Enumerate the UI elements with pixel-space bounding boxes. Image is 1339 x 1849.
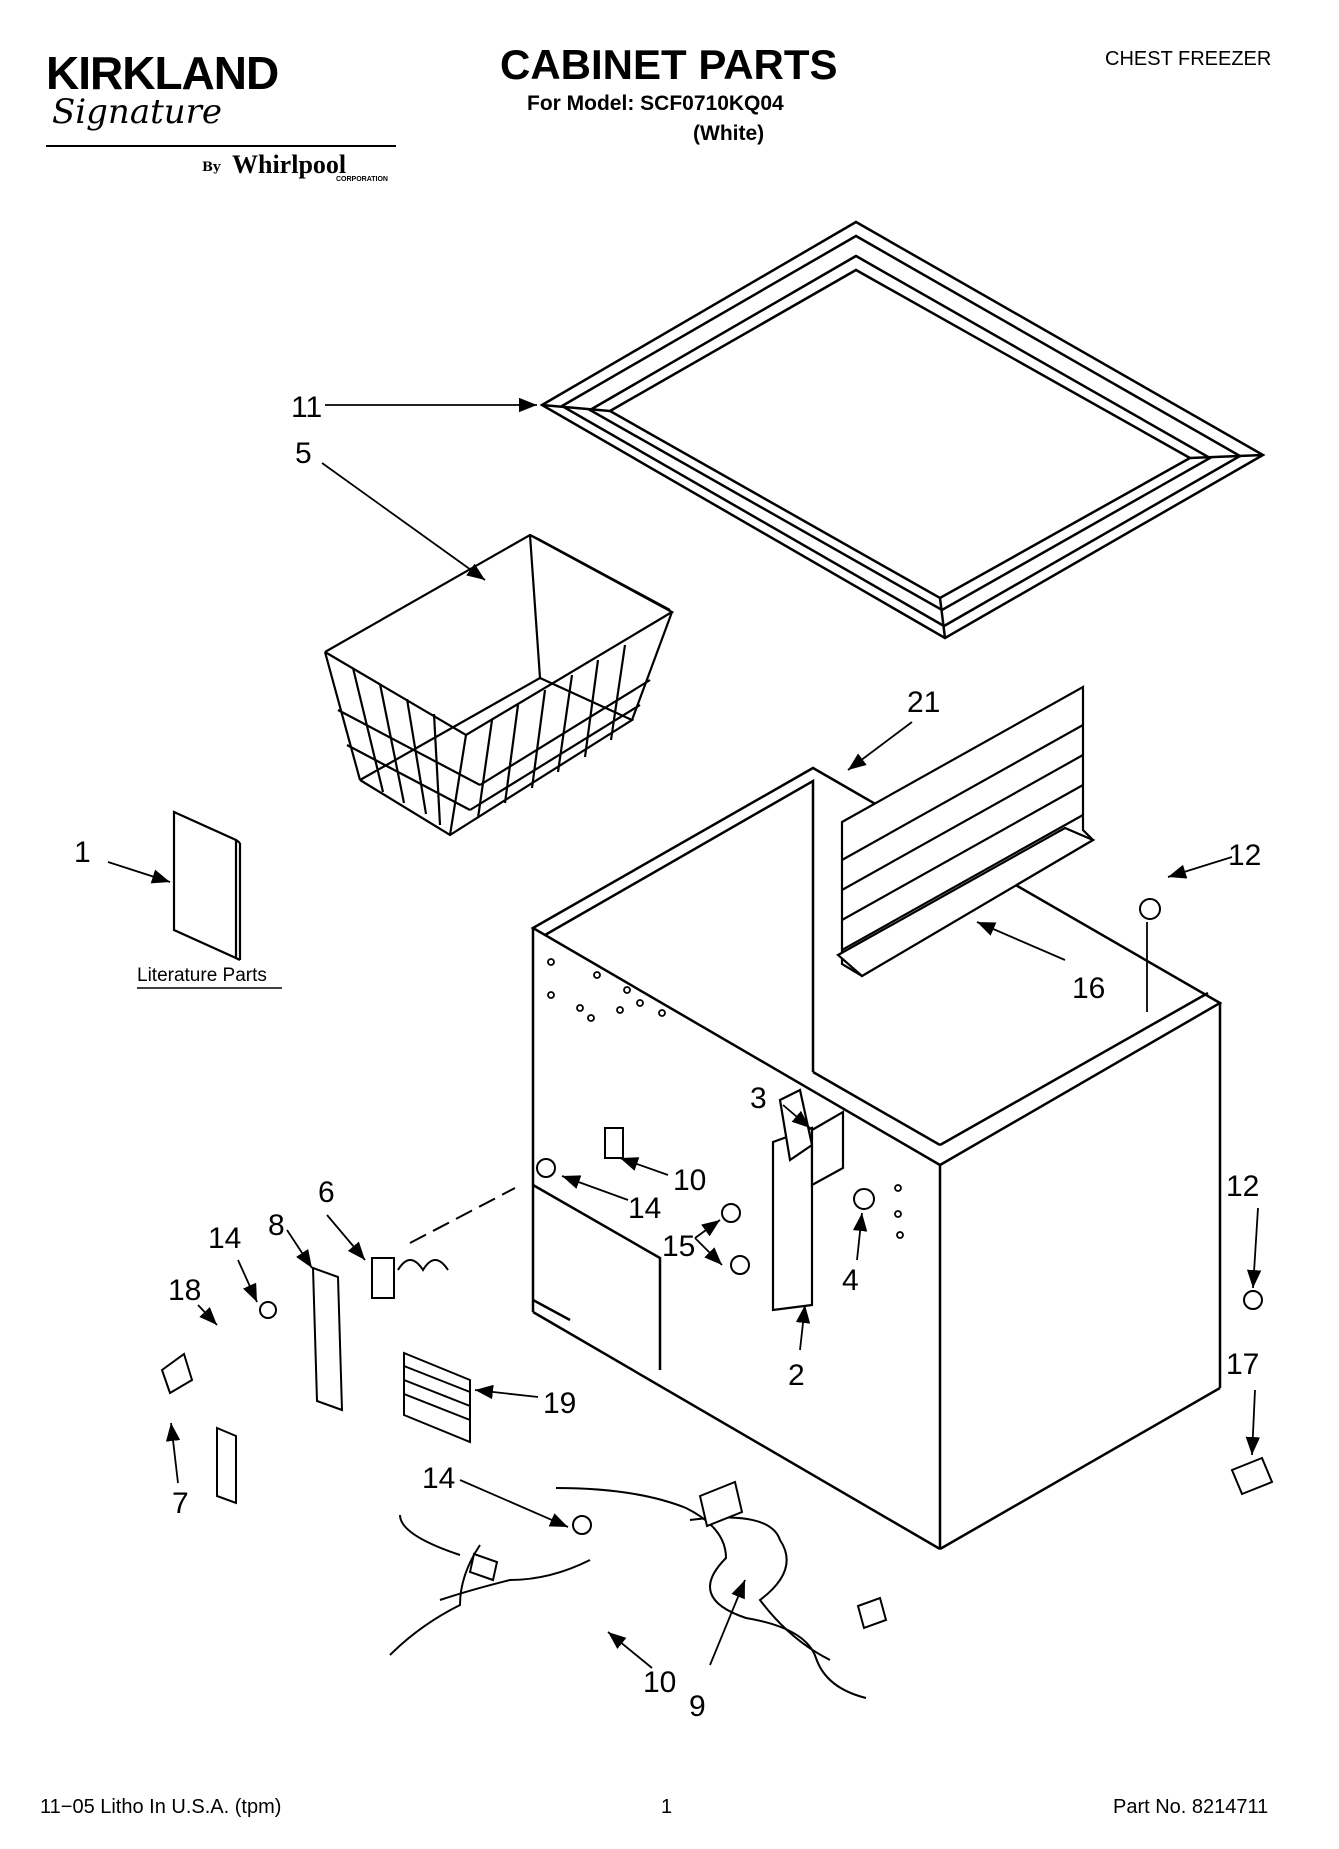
lid-gasket-part	[539, 220, 1266, 640]
callout-12b: 12	[1226, 1170, 1259, 1203]
logo-divider	[46, 145, 396, 147]
model-variant: (White)	[693, 122, 765, 145]
callout-5: 5	[295, 437, 312, 470]
literature-parts-label: Literature Parts	[137, 965, 267, 986]
callout-16: 16	[1072, 972, 1105, 1005]
product-category: CHEST FREEZER	[1105, 48, 1272, 70]
relay-part	[371, 1257, 449, 1299]
callout-11: 11	[291, 391, 322, 424]
callout-12a: 12	[1228, 839, 1261, 872]
brand-logo: KIRKLAND	[46, 47, 279, 99]
callout-21: 21	[907, 686, 940, 719]
wiring-harness	[389, 1480, 888, 1699]
by-text: By	[202, 160, 221, 175]
hinge-assembly	[771, 1088, 845, 1312]
callout-8: 8	[268, 1209, 285, 1242]
callout-9: 9	[689, 1690, 706, 1723]
callout-17: 17	[1226, 1348, 1259, 1381]
callout-1: 1	[74, 836, 91, 869]
manufacturer-suffix: CORPORATION	[336, 176, 388, 183]
print-info: 11−05 Litho In U.S.A. (tpm)	[40, 1796, 282, 1818]
callout-10b: 10	[643, 1666, 676, 1699]
callout-14c: 14	[422, 1462, 455, 1495]
part-number: Part No. 8214711	[1113, 1796, 1269, 1818]
cabinet-holes	[547, 958, 904, 1239]
callout-leaders	[107, 397, 1262, 1669]
callout-18: 18	[168, 1274, 201, 1307]
brand-signature-script: Signature	[52, 92, 223, 132]
cabinet-divider	[836, 685, 1096, 978]
literature-booklet	[172, 810, 242, 961]
callout-7: 7	[172, 1487, 189, 1520]
callout-3: 3	[750, 1082, 767, 1115]
callout-19: 19	[543, 1387, 576, 1420]
freezer-cabinet	[530, 766, 1223, 1551]
control-plate	[216, 1266, 471, 1505]
page-title: CABINET PARTS	[500, 41, 838, 88]
page-number: 1	[661, 1796, 673, 1818]
manufacturer-logo: Whirlpool	[232, 150, 347, 179]
callout-15: 15	[662, 1230, 695, 1263]
model-line: For Model: SCF0710KQ04	[527, 92, 784, 115]
callout-4: 4	[842, 1264, 859, 1297]
callout-numbers: 11 5 1 21 16 12 3 10 14 15 4 2 6 8 14 18…	[74, 391, 1261, 1723]
callout-14a: 14	[628, 1192, 661, 1225]
callout-2: 2	[788, 1359, 805, 1392]
callout-10a: 10	[673, 1164, 706, 1197]
wire-basket-part	[323, 533, 675, 837]
fasteners	[160, 898, 1274, 1535]
callout-14b: 14	[208, 1222, 241, 1255]
callout-6: 6	[318, 1176, 335, 1209]
